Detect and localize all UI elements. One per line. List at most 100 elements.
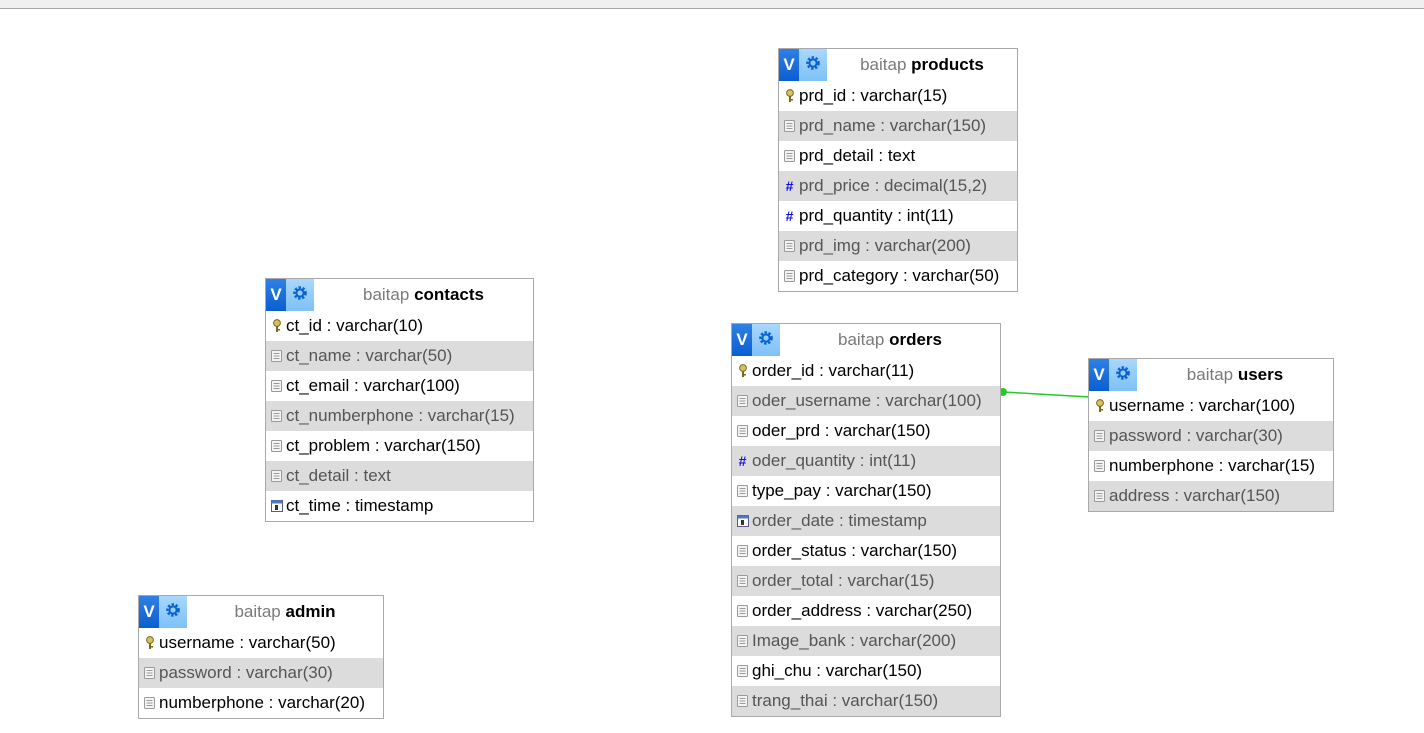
column-row[interactable]: password : varchar(30) xyxy=(139,658,383,688)
column-row[interactable]: numberphone : varchar(15) xyxy=(1089,451,1333,481)
table-header[interactable]: V baitap products xyxy=(779,49,1017,81)
field-icon xyxy=(736,545,749,558)
table-title[interactable]: baitap orders xyxy=(780,324,1000,356)
column-row[interactable]: ct_email : varchar(100) xyxy=(266,371,533,401)
column-row[interactable]: order_id : varchar(11) xyxy=(732,356,1000,386)
field-icon xyxy=(1093,490,1106,503)
table-options-button[interactable] xyxy=(1109,359,1137,391)
table-title[interactable]: baitap admin xyxy=(187,596,383,628)
table-options-button[interactable] xyxy=(799,49,827,81)
column-row[interactable]: numberphone : varchar(20) xyxy=(139,688,383,718)
column-row[interactable]: prd_detail : text xyxy=(779,141,1017,171)
table-contacts[interactable]: V baitap contacts ct_id : varchar(10)ct_… xyxy=(265,278,534,522)
column-row[interactable]: type_pay : varchar(150) xyxy=(732,476,1000,506)
column-row[interactable]: order_status : varchar(150) xyxy=(732,536,1000,566)
numeric-icon: # xyxy=(738,452,747,469)
column-row[interactable]: oder_username : varchar(100) xyxy=(732,386,1000,416)
toggle-columns-button[interactable]: V xyxy=(779,49,799,81)
toggle-columns-button[interactable]: V xyxy=(732,324,752,356)
table-header[interactable]: V baitap orders xyxy=(732,324,1000,356)
column-row[interactable]: prd_name : varchar(150) xyxy=(779,111,1017,141)
column-row[interactable]: ct_numberphone : varchar(15) xyxy=(266,401,533,431)
column-label: prd_detail : text xyxy=(799,146,916,165)
field-icon xyxy=(736,395,749,408)
toggle-columns-button[interactable]: V xyxy=(139,596,159,628)
field-icon xyxy=(270,440,283,453)
column-label: order_id : varchar(11) xyxy=(752,361,915,380)
field-icon xyxy=(783,120,796,133)
column-label: password : varchar(30) xyxy=(159,663,333,682)
calendar-icon xyxy=(270,500,283,513)
field-icon xyxy=(736,635,749,648)
column-row[interactable]: ct_detail : text xyxy=(266,461,533,491)
table-admin[interactable]: V baitap admin username : varchar(50) pas… xyxy=(138,595,384,719)
toggle-columns-button[interactable]: V xyxy=(266,279,286,311)
schema-name: baitap xyxy=(234,602,281,621)
column-row[interactable]: order_date : timestamp xyxy=(732,506,1000,536)
field-icon xyxy=(783,240,796,253)
column-list: ct_id : varchar(10) ct_name : varchar(50)… xyxy=(266,311,533,521)
table-options-button[interactable] xyxy=(159,596,187,628)
column-row[interactable]: trang_thai : varchar(150) xyxy=(732,686,1000,716)
table-header[interactable]: V baitap users xyxy=(1089,359,1333,391)
numeric-icon: # xyxy=(785,207,794,224)
column-row[interactable]: ct_id : varchar(10) xyxy=(266,311,533,341)
column-row[interactable]: ct_problem : varchar(150) xyxy=(266,431,533,461)
column-label: password : varchar(30) xyxy=(1109,426,1283,445)
column-row[interactable]: address : varchar(150) xyxy=(1089,481,1333,511)
column-row[interactable]: username : varchar(50) xyxy=(139,628,383,658)
column-row[interactable]: username : varchar(100) xyxy=(1089,391,1333,421)
schema-name: baitap xyxy=(860,55,907,74)
column-row[interactable]: Image_bank : varchar(200) xyxy=(732,626,1000,656)
table-orders[interactable]: V baitap orders order_id : varchar(11) od… xyxy=(731,323,1001,717)
numeric-icon: # xyxy=(785,177,794,194)
gear-icon xyxy=(758,330,774,351)
column-label: oder_username : varchar(100) xyxy=(752,391,982,410)
table-title[interactable]: baitap products xyxy=(827,49,1017,81)
column-row[interactable]: prd_img : varchar(200) xyxy=(779,231,1017,261)
field-icon xyxy=(143,667,156,680)
column-row[interactable]: prd_category : varchar(50) xyxy=(779,261,1017,291)
column-label: ghi_chu : varchar(150) xyxy=(752,661,923,680)
column-row[interactable]: oder_prd : varchar(150) xyxy=(732,416,1000,446)
table-title[interactable]: baitap users xyxy=(1137,359,1333,391)
table-title[interactable]: baitap contacts xyxy=(314,279,533,311)
column-row[interactable]: ct_time : timestamp xyxy=(266,491,533,521)
column-label: order_status : varchar(150) xyxy=(752,541,958,560)
column-row[interactable]: # prd_quantity : int(11) xyxy=(779,201,1017,231)
field-icon xyxy=(270,350,283,363)
column-row[interactable]: password : varchar(30) xyxy=(1089,421,1333,451)
column-list: order_id : varchar(11) oder_username : va… xyxy=(732,356,1000,716)
column-row[interactable]: order_address : varchar(250) xyxy=(732,596,1000,626)
column-label: prd_img : varchar(200) xyxy=(799,236,971,255)
column-label: ct_id : varchar(10) xyxy=(286,316,423,335)
field-icon xyxy=(736,575,749,588)
column-row[interactable]: #prd_price : decimal(15,2) xyxy=(779,171,1017,201)
table-users[interactable]: V baitap users username : varchar(100) pa… xyxy=(1088,358,1334,512)
column-row[interactable]: ghi_chu : varchar(150) xyxy=(732,656,1000,686)
schema-name: baitap xyxy=(363,285,410,304)
table-products[interactable]: V baitap products prd_id : varchar(15) pr… xyxy=(778,48,1018,292)
table-header[interactable]: V baitap admin xyxy=(139,596,383,628)
schema-name: baitap xyxy=(1186,365,1234,384)
table-options-button[interactable] xyxy=(286,279,314,311)
column-label: prd_id : varchar(15) xyxy=(799,86,948,105)
field-icon xyxy=(783,270,796,283)
column-row[interactable]: order_total : varchar(15) xyxy=(732,566,1000,596)
toggle-columns-button[interactable]: V xyxy=(1089,359,1109,391)
relation-orders-users[interactable] xyxy=(1002,391,1091,398)
table-options-button[interactable] xyxy=(752,324,780,356)
column-label: order_address : varchar(250) xyxy=(752,601,973,620)
gear-icon xyxy=(292,285,308,306)
table-header[interactable]: V baitap contacts xyxy=(266,279,533,311)
column-label: username : varchar(50) xyxy=(159,633,336,652)
column-row[interactable]: prd_id : varchar(15) xyxy=(779,81,1017,111)
column-label: ct_email : varchar(100) xyxy=(286,376,460,395)
field-icon xyxy=(736,485,749,498)
key-icon xyxy=(783,89,796,103)
column-label: prd_quantity : int(11) xyxy=(799,206,954,225)
column-row[interactable]: #oder_quantity : int(11) xyxy=(732,446,1000,476)
column-label: ct_numberphone : varchar(15) xyxy=(286,406,515,425)
column-row[interactable]: ct_name : varchar(50) xyxy=(266,341,533,371)
field-icon xyxy=(1093,460,1106,473)
